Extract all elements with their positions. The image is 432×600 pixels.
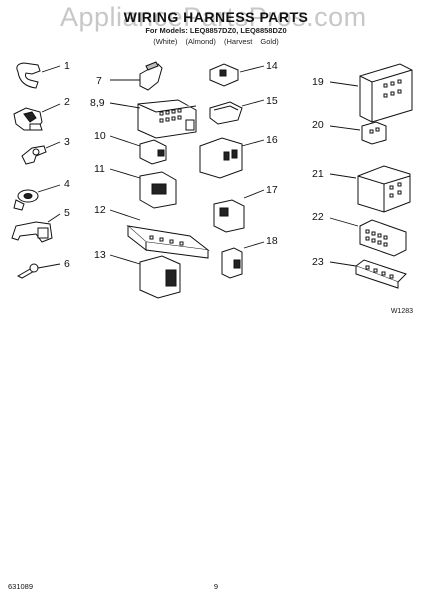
part-8-9-illustration (109, 99, 197, 139)
part-label-2: 2 (64, 96, 70, 108)
part-3-illustration (21, 141, 61, 165)
part-label-10: 10 (94, 130, 106, 142)
part-2-illustration (13, 103, 61, 131)
part-6-illustration (16, 263, 61, 279)
part-14-illustration (209, 63, 265, 87)
color-variants: (White) (Almond) (Harvest Gold) (153, 37, 279, 46)
part-label-3: 3 (64, 136, 70, 148)
part-label-14: 14 (266, 60, 278, 72)
part-label-5: 5 (64, 207, 70, 219)
page-number: 9 (213, 582, 219, 591)
part-12-illustration (109, 209, 210, 259)
part-label-18: 18 (266, 235, 278, 247)
part-label-12: 12 (94, 204, 106, 216)
part-11-illustration (109, 168, 177, 209)
part-15-illustration (209, 99, 265, 125)
diagram-code: W1283 (390, 308, 413, 315)
part-label-4: 4 (64, 178, 70, 190)
part-label-7: 7 (96, 75, 102, 87)
part-17-illustration (213, 189, 265, 233)
part-20-illustration (329, 121, 387, 145)
model-numbers: For Models: LEQ8857DZ0, LEQ8858DZ0 (145, 26, 287, 35)
document-number: 631089 (8, 582, 34, 591)
part-label-23: 23 (312, 256, 324, 268)
part-label-21: 21 (312, 168, 324, 180)
part-23-illustration (329, 259, 407, 289)
part-7-illustration (110, 61, 163, 91)
page-title: WIRING HARNESS PARTS (123, 9, 309, 25)
part-10-illustration (109, 135, 167, 165)
part-label-13: 13 (94, 249, 106, 261)
part-19-illustration (329, 63, 413, 123)
part-22-illustration (329, 217, 407, 257)
part-21-illustration (329, 165, 411, 213)
part-label-1: 1 (64, 60, 70, 72)
part-label-19: 19 (312, 76, 324, 88)
part-label-22: 22 (312, 211, 324, 223)
part-18-illustration (221, 241, 265, 279)
part-13-illustration (109, 254, 181, 299)
part-16-illustration (199, 137, 265, 179)
part-label-6: 6 (64, 258, 70, 270)
part-label-11: 11 (94, 163, 105, 175)
part-4-illustration (13, 184, 61, 211)
part-label-17: 17 (266, 184, 278, 196)
part-1-illustration (16, 62, 61, 89)
part-label-20: 20 (312, 119, 324, 131)
part-label-16: 16 (266, 134, 278, 146)
part-label-8-9: 8,9 (90, 97, 105, 109)
part-5-illustration (11, 213, 61, 243)
part-label-15: 15 (266, 95, 278, 107)
